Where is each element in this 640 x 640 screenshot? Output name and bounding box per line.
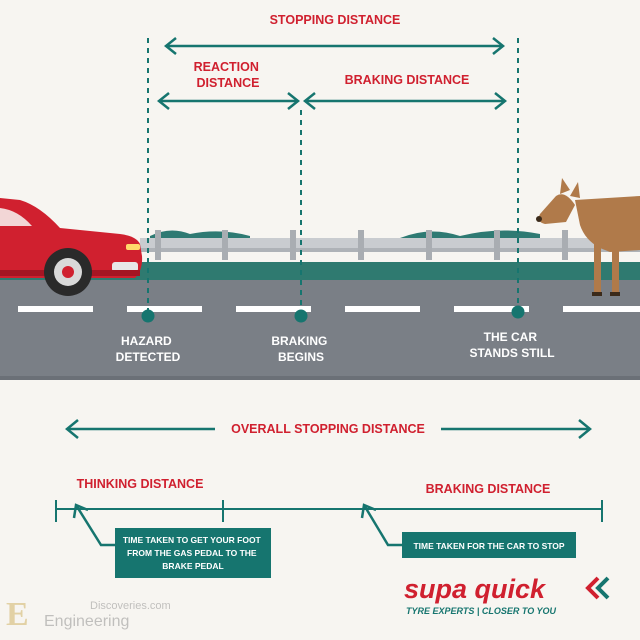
brand-tagline: TYRE EXPERTS | CLOSER TO YOU: [406, 606, 557, 616]
braking-distance-label: BRAKING DISTANCE: [345, 73, 470, 87]
braking-marker: [295, 310, 308, 323]
brand-chevrons-icon: [588, 578, 608, 598]
stopping-distance-title: STOPPING DISTANCE: [270, 13, 401, 27]
watermark-line1: Discoveries.com: [90, 600, 171, 612]
road-edge: [0, 376, 640, 380]
watermark: E Discoveries.com Engineering: [6, 596, 171, 633]
braking-note-text: TIME TAKEN FOR THE CAR TO STOP: [413, 541, 564, 551]
still-marker: [512, 306, 525, 319]
reaction-distance-label: REACTION DISTANCE: [194, 60, 263, 90]
bottom-braking-distance-label: BRAKING DISTANCE: [426, 482, 551, 496]
brand-name: supa quick: [404, 574, 547, 604]
watermark-line2: Engineering: [44, 613, 129, 630]
stopping-distance-arrow: [166, 38, 503, 54]
hazard-marker: [142, 310, 155, 323]
distance-scale: [56, 500, 602, 522]
thinking-pointer-arrow: [74, 505, 115, 545]
thinking-distance-label: THINKING DISTANCE: [77, 477, 204, 491]
overall-stopping-distance-title: OVERALL STOPPING DISTANCE: [231, 422, 425, 436]
supa-quick-logo: supa quick TYRE EXPERTS | CLOSER TO YOU: [404, 574, 608, 616]
braking-distance-arrow: [305, 93, 505, 109]
watermark-logo-mark: E: [6, 596, 29, 633]
reaction-distance-arrow: [159, 93, 298, 109]
braking-pointer-arrow: [362, 505, 402, 545]
